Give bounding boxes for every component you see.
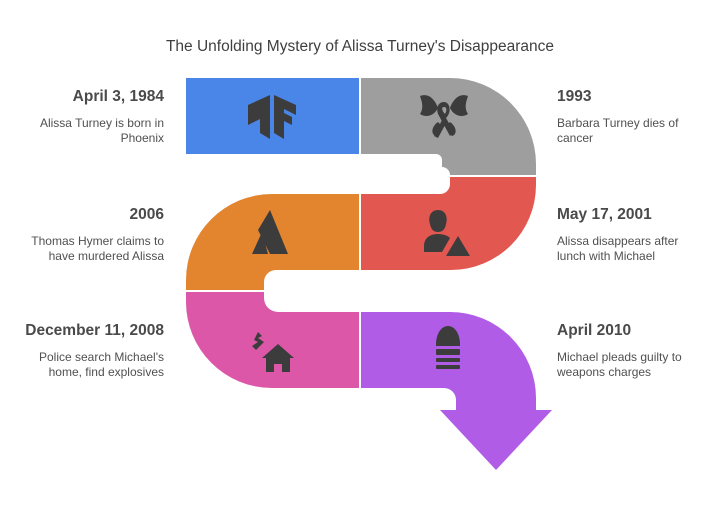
event-description: Alissa disappears after lunch with Micha… xyxy=(557,234,679,263)
segment-2010 xyxy=(361,312,552,470)
event-description: Michael pleads guilty to weapons charges xyxy=(557,350,682,379)
event-description: Barbara Turney dies of cancer xyxy=(557,116,679,145)
awareness-ribbon-butterfly-icon xyxy=(420,95,468,138)
event-2010: April 2010 Michael pleads guilty to weap… xyxy=(557,322,717,380)
event-date: 2006 xyxy=(129,206,164,223)
event-description: Police search Michael's home, find explo… xyxy=(38,350,164,379)
segment-2001 xyxy=(361,177,536,270)
tensorflow-icon xyxy=(248,95,296,139)
event-date: December 11, 2008 xyxy=(25,322,164,339)
event-2008: December 11, 2008 Police search Michael'… xyxy=(4,322,164,380)
event-1984: April 3, 1984 Alissa Turney is born in P… xyxy=(4,88,164,146)
event-2001: May 17, 2001 Alissa disappears after lun… xyxy=(557,206,717,264)
segment-1984 xyxy=(186,78,359,154)
event-2006: 2006 Thomas Hymer claims to have murdere… xyxy=(4,206,164,264)
atlassian-icon xyxy=(252,210,288,254)
event-date: May 17, 2001 xyxy=(557,206,652,223)
event-description: Thomas Hymer claims to have murdered Ali… xyxy=(31,234,164,263)
event-date: April 3, 1984 xyxy=(72,88,164,105)
event-date: April 2010 xyxy=(557,322,632,339)
bullet-icon xyxy=(436,326,460,369)
segment-2008 xyxy=(186,292,359,388)
event-1993: 1993 Barbara Turney dies of cancer xyxy=(557,88,717,146)
house-explosive-icon xyxy=(252,332,294,372)
event-description: Alissa Turney is born in Phoenix xyxy=(39,116,164,145)
event-date: 1993 xyxy=(557,88,592,105)
person-warning-icon xyxy=(424,210,470,256)
page-title: The Unfolding Mystery of Alissa Turney's… xyxy=(165,38,555,55)
